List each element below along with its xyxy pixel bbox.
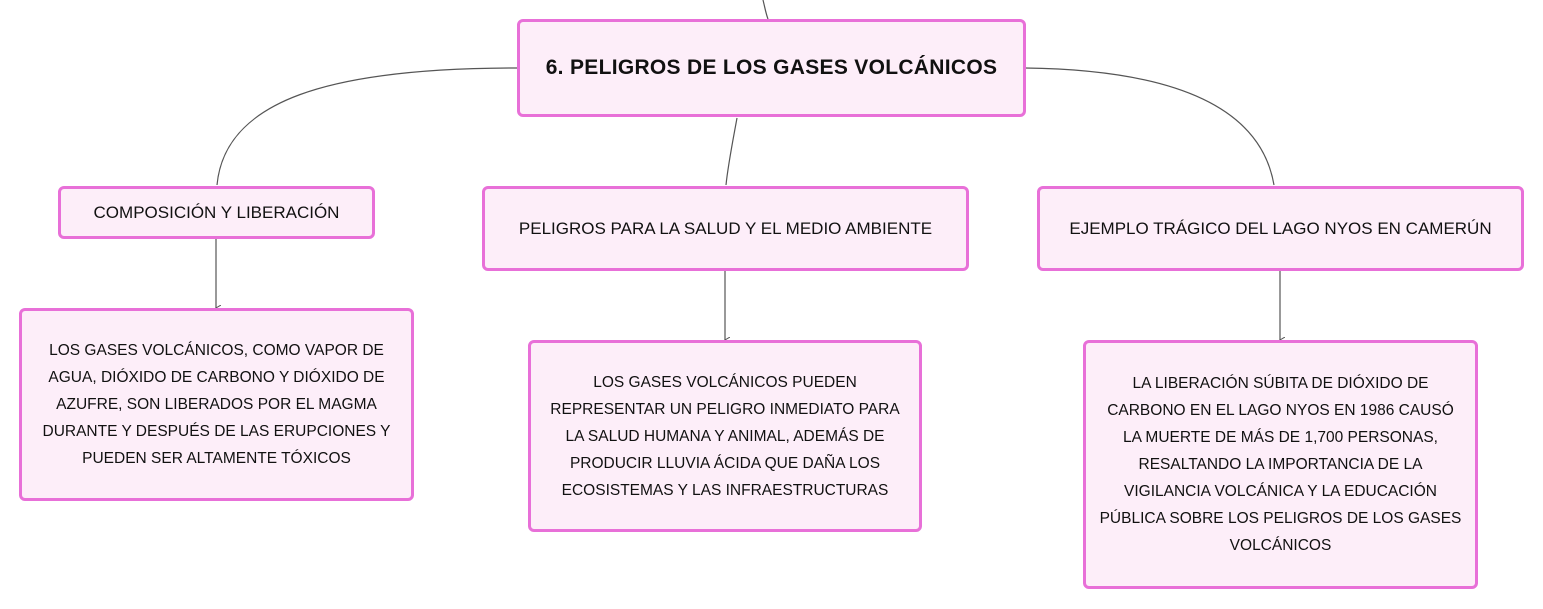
- topic-label: EJEMPLO TRÁGICO DEL LAGO NYOS EN CAMERÚN: [1069, 218, 1492, 238]
- topic-node-peligros[interactable]: PELIGROS PARA LA SALUD Y EL MEDIO AMBIEN…: [482, 186, 969, 271]
- topic-label: PELIGROS PARA LA SALUD Y EL MEDIO AMBIEN…: [518, 218, 933, 238]
- detail-node-peligros[interactable]: LOS GASES VOLCÁNICOS PUEDEN REPRESENTAR …: [528, 340, 922, 532]
- detail-text: LOS GASES VOLCÁNICOS PUEDEN REPRESENTAR …: [550, 373, 900, 499]
- connector-root-topic-1: [216, 67, 518, 186]
- connector-root-topic-2: [725, 117, 738, 186]
- detail-node-lago-nyos[interactable]: LA LIBERACIÓN SÚBITA DE DIÓXIDO DE CARBO…: [1083, 340, 1478, 589]
- root-node-label: 6. PELIGROS DE LOS GASES VOLCÁNICOS: [545, 56, 998, 79]
- detail-text: LA LIBERACIÓN SÚBITA DE DIÓXIDO DE CARBO…: [1099, 375, 1462, 554]
- topic-label: COMPOSICIÓN Y LIBERACIÓN: [93, 202, 340, 222]
- topic-node-lago-nyos[interactable]: EJEMPLO TRÁGICO DEL LAGO NYOS EN CAMERÚN: [1037, 186, 1524, 271]
- connector-parent: [762, 0, 769, 20]
- connector-root-topic-3: [1024, 67, 1275, 186]
- topic-node-composicion[interactable]: COMPOSICIÓN Y LIBERACIÓN: [58, 186, 375, 239]
- detail-node-composicion[interactable]: LOS GASES VOLCÁNICOS, COMO VAPOR DE AGUA…: [19, 308, 414, 501]
- root-node[interactable]: 6. PELIGROS DE LOS GASES VOLCÁNICOS: [517, 19, 1026, 117]
- detail-text: LOS GASES VOLCÁNICOS, COMO VAPOR DE AGUA…: [42, 342, 391, 467]
